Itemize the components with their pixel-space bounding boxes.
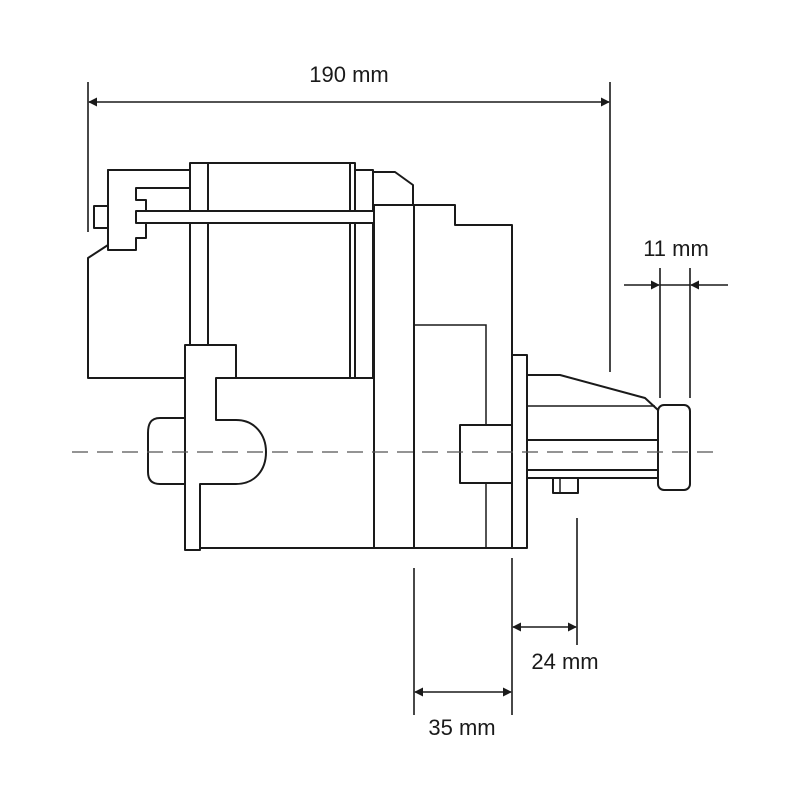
nose-clip [552, 477, 579, 494]
drive-housing [373, 204, 528, 549]
pinion-gear [657, 404, 691, 491]
pinion-shaft [526, 439, 659, 471]
terminal-stud [93, 205, 109, 229]
flange-boss [459, 424, 513, 484]
dimension-label-24: 24 mm [531, 649, 598, 674]
solenoid-front-lip [372, 171, 414, 206]
solenoid-through-rod [135, 210, 415, 224]
drive-housing-top [413, 204, 513, 549]
rear-bearing-cap [147, 417, 186, 485]
dimension-label-190: 190 mm [309, 62, 388, 87]
dimension-mount-width: 35 mm [413, 568, 512, 740]
dimension-label-35: 35 mm [428, 715, 495, 740]
dimension-overall-length: 190 mm [87, 62, 611, 372]
solenoid-front-cap [354, 169, 374, 379]
dimension-flange-offset: 24 mm [511, 518, 599, 715]
solenoid [87, 162, 415, 379]
dimension-pinion-width: 11 mm [624, 236, 728, 398]
dimension-label-11: 11 mm [643, 236, 709, 261]
drive-housing-rear [373, 204, 415, 549]
starter-motor [87, 162, 691, 551]
motor-rear-bracket [184, 344, 267, 551]
nose-and-pinion [526, 374, 691, 494]
